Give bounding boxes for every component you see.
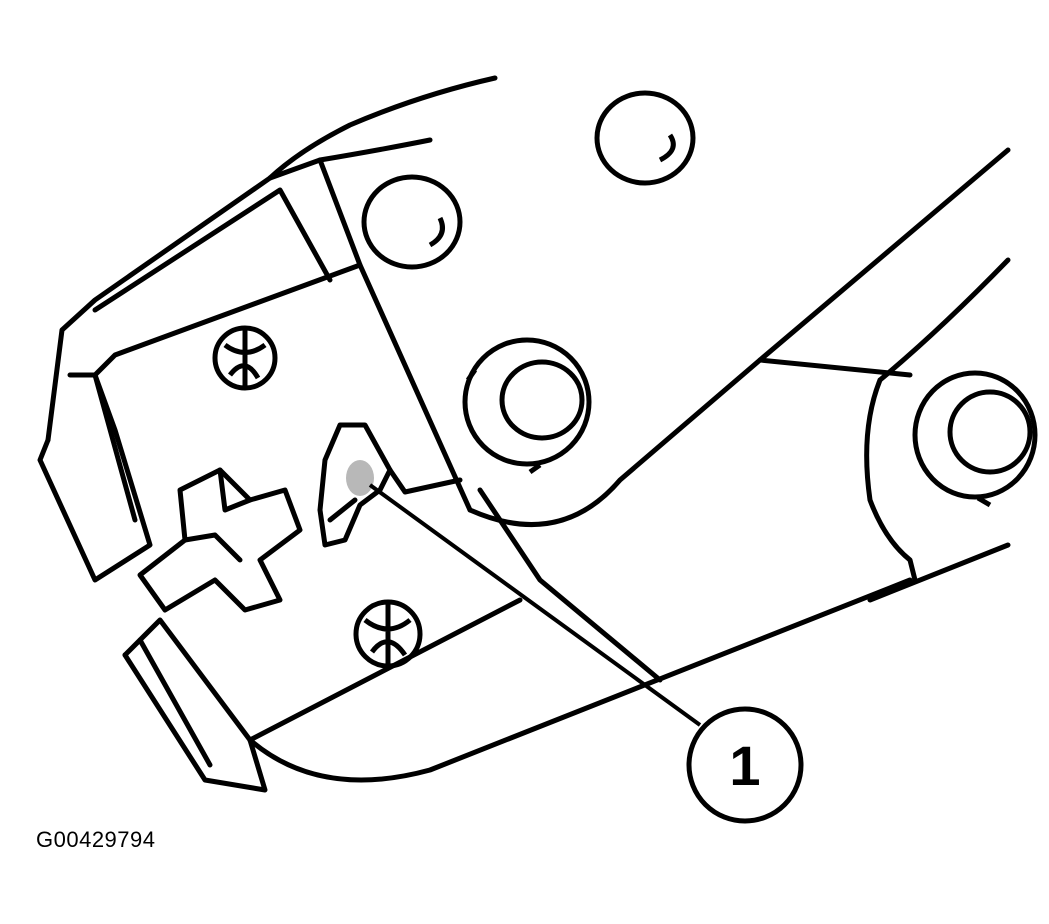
lower-handle-side <box>864 377 918 583</box>
lower-jaw-face <box>122 617 253 743</box>
lower-handle-bottom-edge <box>867 542 1011 603</box>
tool-head-outline <box>45 75 498 443</box>
upper-handle-inner-edge <box>757 357 913 378</box>
upper-jaw <box>37 262 363 583</box>
callout-leader-line <box>368 483 702 727</box>
pivot-pin-right-cap <box>947 389 1033 475</box>
upper-jaw-inner <box>67 372 138 523</box>
crimp-cavity <box>317 422 393 548</box>
pivot-pin-center-cap <box>499 359 585 441</box>
tool-head-face-edge <box>317 137 433 163</box>
figure-id-label: G00429794 <box>36 827 156 852</box>
rivet-upper-right-tick <box>658 133 676 163</box>
pivot-pin-center <box>462 337 592 467</box>
crimp-cavity-highlight <box>346 460 374 496</box>
pivot-pin-right <box>912 370 1038 500</box>
tool-head-inner-edge <box>267 157 473 513</box>
crimp-cavity-guide <box>387 467 463 495</box>
callout-circle <box>686 706 804 824</box>
lower-jaw-inner <box>137 637 213 768</box>
upper-handle-edge <box>467 147 1011 528</box>
die-screw-upper-slot <box>223 330 267 388</box>
crimp-die-nest <box>137 467 303 613</box>
lower-jaw-bottom-edge <box>247 577 913 783</box>
die-screw-lower <box>353 599 423 669</box>
upper-jaw-face <box>92 187 333 313</box>
rivet-upper-left-tick <box>428 216 445 248</box>
lower-jaw <box>122 597 523 793</box>
crimp-cavity-slot <box>327 497 358 523</box>
pivot-pin-right-clip <box>976 495 992 508</box>
rivet-upper-right <box>594 90 696 186</box>
pivot-pin-center-clip <box>465 368 542 475</box>
lower-handle-top-edge <box>877 257 1011 383</box>
lower-handle-edge <box>477 487 663 683</box>
die-screw-lower-slot <box>363 604 412 664</box>
crimp-die-detail <box>182 467 253 563</box>
rivet-upper-left <box>361 174 463 270</box>
callout-number: 1 <box>729 734 760 797</box>
